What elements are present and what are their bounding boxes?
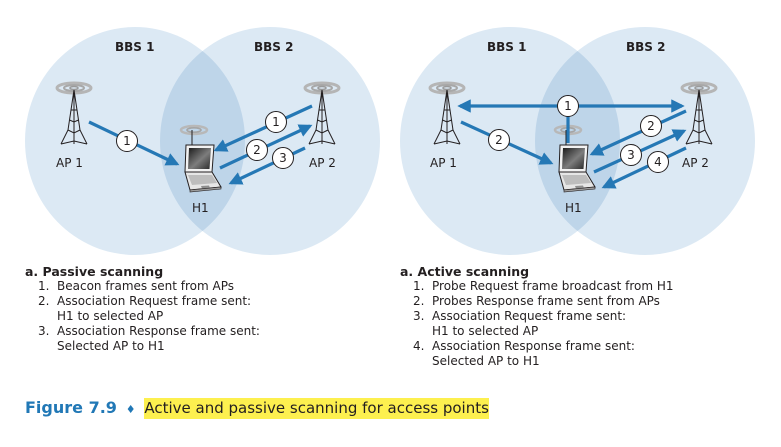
- active-scanning-diagram: BBS 1 BBS 2 AP 1 AP 2 H1 1 2 2: [400, 27, 755, 255]
- ap2-label: AP 2: [682, 156, 709, 170]
- legend-item-number: 1.: [38, 279, 50, 293]
- active-legend-title: a. Active scanning: [400, 264, 530, 279]
- arrow-probe-response-ap2: [589, 109, 687, 156]
- passive-legend: a. Passive scanning 1. Beacon frames sent…: [25, 264, 260, 354]
- svg-text:1: 1: [564, 99, 572, 113]
- legend-item-number: 1.: [413, 279, 425, 293]
- legend-item-text: Probe Request frame broadcast from H1: [432, 279, 674, 293]
- legend-item-text: Association Response frame sent:Selected…: [432, 339, 635, 368]
- legend-item-text: Probes Response frame sent from APs: [432, 294, 660, 308]
- legend-item-number: 2.: [38, 294, 50, 308]
- svg-text:2: 2: [495, 133, 503, 147]
- legend-item-text: Association Response frame sent:Selected…: [57, 324, 260, 353]
- bss1-label: BBS 1: [487, 40, 526, 54]
- svg-text:1: 1: [123, 134, 131, 148]
- legend-item-text: Beacon frames sent from APs: [57, 279, 234, 293]
- arrow-assoc-response: [601, 146, 687, 189]
- legend-item-number: 4.: [413, 339, 425, 353]
- step-marker: 1: [557, 95, 579, 117]
- legend-item-number: 2.: [413, 294, 425, 308]
- svg-text:2: 2: [253, 143, 261, 157]
- legend-item: 3. Association Request frame sent:H1 to s…: [400, 309, 674, 339]
- legend-item-number: 3.: [38, 324, 50, 338]
- svg-text:1: 1: [272, 115, 280, 129]
- diamond-separator-icon: ♦: [125, 403, 136, 416]
- step-marker: 2: [640, 115, 662, 137]
- step-marker: 3: [620, 144, 642, 166]
- passive-scanning-diagram: BBS 1 BBS 2 AP 1 AP 2 H1 1 1 2 3: [25, 27, 380, 255]
- h1-label: H1: [192, 201, 209, 215]
- step-marker: 4: [647, 151, 669, 173]
- passive-legend-title: a. Passive scanning: [25, 264, 164, 279]
- bss2-label: BBS 2: [254, 40, 293, 54]
- step-marker: 3: [272, 147, 294, 169]
- legend-item: 1. Probe Request frame broadcast from H1: [400, 279, 674, 294]
- passive-legend-list: 1. Beacon frames sent from APs 2. Associati…: [25, 279, 260, 354]
- step-marker: 2: [246, 139, 268, 161]
- legend-item-text: Association Request frame sent:H1 to sel…: [432, 309, 627, 338]
- bss2-label: BBS 2: [626, 40, 665, 54]
- h1-label: H1: [565, 201, 582, 215]
- ap1-label: AP 1: [56, 156, 83, 170]
- ap1-label: AP 1: [430, 156, 457, 170]
- svg-text:3: 3: [627, 148, 635, 162]
- figure-label: Figure 7.9: [25, 398, 117, 417]
- bss-overlap: [535, 27, 620, 255]
- legend-item: 4. Association Response frame sent:Select…: [400, 339, 674, 369]
- active-legend: a. Active scanning 1. Probe Request frame…: [400, 264, 674, 369]
- legend-item-text: Association Request frame sent:H1 to sel…: [57, 294, 252, 323]
- svg-text:4: 4: [654, 155, 662, 169]
- figure-caption: Figure 7.9 ♦ Active and passive scanning…: [25, 398, 489, 419]
- svg-text:3: 3: [279, 151, 287, 165]
- legend-item: 2. Association Request frame sent:H1 to s…: [25, 294, 260, 324]
- legend-item: 2. Probes Response frame sent from APs: [400, 294, 674, 309]
- caption-text: Active and passive scanning for access p…: [144, 398, 489, 419]
- bss1-label: BBS 1: [115, 40, 154, 54]
- ap2-label: AP 2: [309, 156, 336, 170]
- legend-item: 3. Association Response frame sent:Select…: [25, 324, 260, 354]
- step-marker: 2: [488, 129, 510, 151]
- legend-item: 1. Beacon frames sent from APs: [25, 279, 260, 294]
- bss-overlap: [160, 27, 245, 255]
- arrow-beacon-ap2: [213, 104, 313, 152]
- step-marker: 1: [116, 130, 138, 152]
- svg-text:2: 2: [647, 119, 655, 133]
- step-marker: 1: [265, 111, 287, 133]
- legend-item-number: 3.: [413, 309, 425, 323]
